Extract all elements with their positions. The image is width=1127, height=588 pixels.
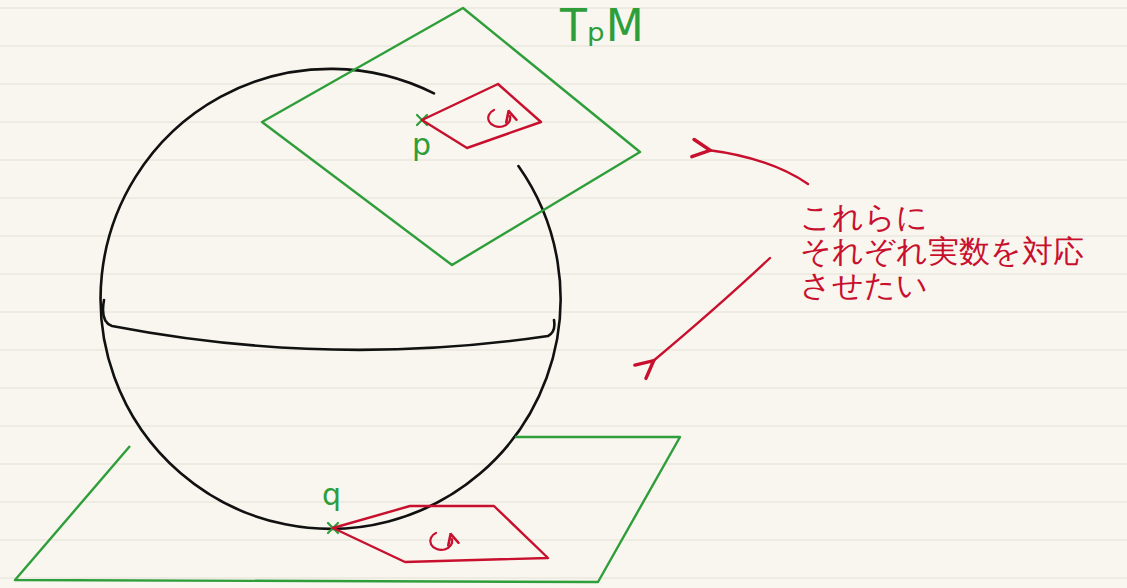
point-label: p — [412, 128, 431, 161]
ruled-lines — [0, 8, 1127, 578]
tangent-space-label: TₚM — [560, 2, 644, 50]
rotation-arrow — [430, 533, 452, 550]
point-label: q — [322, 478, 341, 511]
leader-arrow — [708, 150, 808, 184]
oriented-parallelogram — [333, 506, 548, 562]
sphere-outline — [101, 69, 561, 529]
rotation-arrow — [488, 110, 510, 127]
tangent-plane — [15, 437, 680, 582]
oriented-parallelogram — [422, 84, 541, 148]
sphere-equator — [103, 300, 554, 350]
annotation-note: これらに それぞれ実数を対応 させたい — [800, 200, 1118, 302]
leader-arrow — [652, 258, 770, 362]
